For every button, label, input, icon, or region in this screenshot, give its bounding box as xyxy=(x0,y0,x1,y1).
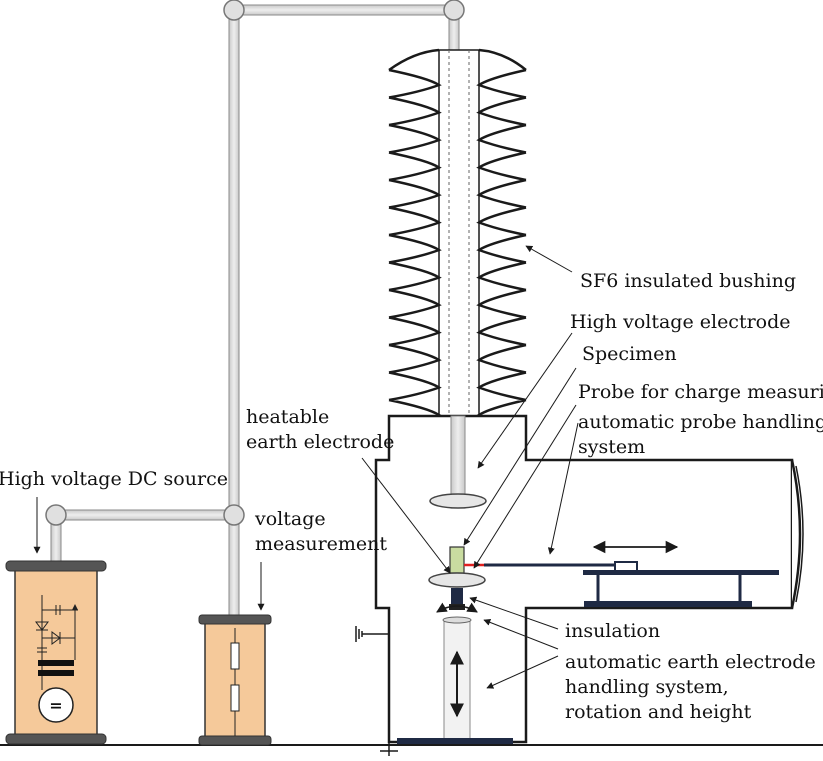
label-earth-handling-3: rotation and height xyxy=(565,701,752,723)
hv-electrode-rod xyxy=(450,415,466,501)
insulation-block xyxy=(451,588,463,604)
label-earth-electrode-2: earth electrode xyxy=(246,431,394,453)
label-probe: Probe for charge measuring xyxy=(578,381,823,403)
label-insulation: insulation xyxy=(565,620,660,642)
label-earth-handling-2: handling system, xyxy=(565,676,729,698)
ground-symbol xyxy=(355,626,389,642)
label-voltage-meas-1: voltage xyxy=(254,508,326,530)
leader-lines xyxy=(33,245,579,689)
voltage-divider xyxy=(198,614,272,746)
label-earth-handling-1: automatic earth electrode xyxy=(565,651,816,673)
dc-symbol-text: = xyxy=(49,696,62,715)
label-voltage-meas-2: measurement xyxy=(255,533,387,555)
label-bushing: SF6 insulated bushing xyxy=(580,270,796,292)
earth-electrode-disc xyxy=(428,572,486,588)
hv-connection-pipes xyxy=(45,0,465,621)
label-probe-handling-2: system xyxy=(578,436,645,458)
label-probe-handling-1: automatic probe handling xyxy=(578,411,823,433)
hv-electrode-disc xyxy=(429,493,487,509)
specimen xyxy=(449,546,465,574)
probe-handling-rail xyxy=(583,561,779,607)
sf6-bushing xyxy=(388,48,527,429)
label-hv-electrode: High voltage electrode xyxy=(570,311,791,333)
dc-source-symbol: = xyxy=(5,560,107,745)
label-dc-source: High voltage DC source xyxy=(0,468,228,490)
label-specimen: Specimen xyxy=(582,343,677,365)
label-earth-electrode-1: heatable xyxy=(246,406,329,428)
